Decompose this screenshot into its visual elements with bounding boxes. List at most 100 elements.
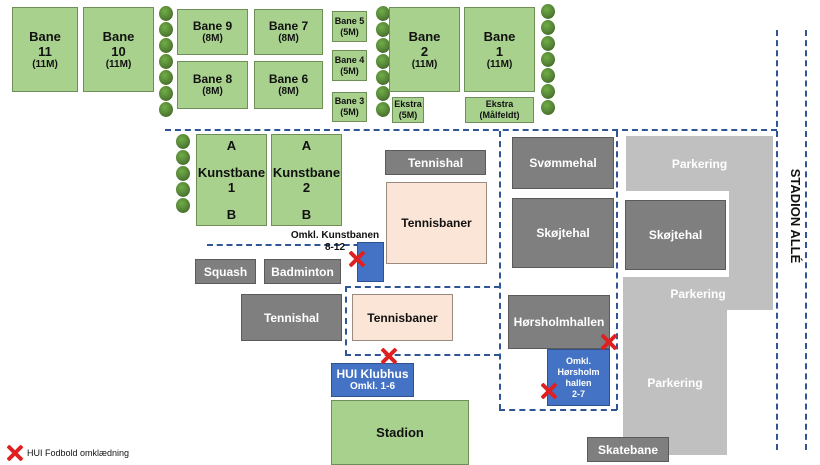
- changing-label-range: 8-12: [324, 242, 345, 253]
- field-bane-11[interactable]: Bane 11 (11M): [12, 7, 78, 92]
- kunstbane-end-b: B: [301, 207, 312, 222]
- field-bane-6[interactable]: Bane 6 (8M): [254, 61, 323, 109]
- clubhouse-name: HUI Klubhus: [336, 367, 409, 381]
- building-label: Squash: [203, 264, 248, 279]
- court-label: Tennisbaner: [367, 310, 438, 325]
- field-name: Bane 3: [334, 96, 365, 106]
- field-bane-1[interactable]: Bane 1 (11M): [464, 7, 535, 92]
- field-name: Bane 4: [334, 54, 365, 65]
- path-klubhus-horizontal: [345, 354, 500, 356]
- field-bane-3[interactable]: Bane 3 (5M): [332, 92, 367, 122]
- field-size: (8M): [202, 86, 223, 97]
- parking-bottom[interactable]: Parkering: [623, 310, 727, 455]
- legend-marker-icon: [6, 444, 24, 462]
- court-label: Tennisbaner: [401, 216, 472, 230]
- path-mid-vertical: [345, 286, 347, 356]
- street-line-left: [776, 30, 778, 450]
- path-right-block-right: [616, 131, 618, 410]
- changing-line: Hørsholm: [557, 366, 600, 377]
- building-label: Tennishal: [263, 310, 320, 325]
- tree-row-icon: [375, 6, 391, 118]
- field-number: 1: [227, 180, 236, 195]
- changing-room-hui-klubhus[interactable]: HUI Klubhus Omkl. 1-6: [331, 363, 414, 397]
- building-squash[interactable]: Squash: [195, 259, 256, 284]
- field-name: Bane: [408, 28, 441, 44]
- changing-range: 2-7: [571, 388, 585, 399]
- field-size: (5M): [340, 26, 359, 37]
- path-right-block-left: [499, 131, 501, 410]
- field-name: Bane: [483, 28, 516, 44]
- building-tennishal-top[interactable]: Tennishal: [385, 150, 486, 175]
- field-name: Ekstra: [485, 99, 514, 109]
- changing-marker-icon: [600, 333, 618, 351]
- building-skojtehal-left[interactable]: Skøjtehal: [512, 198, 614, 268]
- field-bane-7[interactable]: Bane 7 (8M): [254, 9, 323, 55]
- kunstbane-end-b: B: [226, 207, 237, 222]
- path-kunstbane-horizontal: [207, 244, 379, 246]
- path-mid-horizontal: [345, 286, 500, 288]
- field-size: (Målfeldt): [479, 110, 520, 120]
- field-size: (11M): [32, 58, 58, 70]
- field-bane-10[interactable]: Bane 10 (11M): [83, 7, 154, 92]
- field-bane-8[interactable]: Bane 8 (8M): [177, 61, 248, 109]
- field-size: (5M): [340, 107, 359, 117]
- building-svommehal[interactable]: Svømmehal: [512, 137, 614, 189]
- field-number: 2: [302, 180, 311, 195]
- field-kunstbane-1[interactable]: A Kunstbane 1 B: [196, 134, 267, 226]
- field-ekstra-maalfeldt[interactable]: Ekstra (Målfeldt): [465, 97, 534, 123]
- field-size: (8M): [202, 33, 223, 44]
- changing-room-horsholmhallen[interactable]: Omkl. Hørsholm hallen 2-7: [547, 349, 610, 406]
- building-skojtehal-right[interactable]: Skøjtehal: [625, 200, 726, 270]
- changing-line: Omkl.: [565, 355, 591, 366]
- court-tennisbaner-bottom[interactable]: Tennisbaner: [352, 294, 453, 341]
- field-number: 11: [38, 43, 52, 59]
- path-top-horizontal: [165, 129, 777, 131]
- building-horsholmhallen[interactable]: Hørsholmhallen: [508, 295, 610, 349]
- clubhouse-range: Omkl. 1-6: [349, 381, 396, 392]
- field-size: (5M): [340, 65, 359, 76]
- building-badminton[interactable]: Badminton: [264, 259, 341, 284]
- street-label: STADION ALLÉ: [788, 168, 803, 264]
- parking-mid[interactable]: Parkering: [623, 277, 773, 310]
- building-label: Badminton: [271, 264, 334, 279]
- field-name: Kunstbane: [197, 165, 266, 180]
- field-size: (8M): [278, 33, 299, 44]
- building-label: Hørsholmhallen: [513, 315, 605, 329]
- field-stadion[interactable]: Stadion: [331, 400, 469, 465]
- parking-label: Parkering: [671, 156, 728, 171]
- field-ekstra-5m[interactable]: Ekstra (5M): [392, 97, 424, 123]
- field-name: Bane: [102, 28, 135, 44]
- changing-marker-icon: [348, 250, 366, 268]
- field-name: Bane: [29, 28, 61, 44]
- field-name: Bane 9: [192, 19, 233, 33]
- field-name: Bane 7: [268, 19, 309, 33]
- field-name: Bane 6: [268, 72, 309, 86]
- street-line-right: [805, 30, 807, 450]
- field-size: (5M): [398, 110, 418, 120]
- field-name: Stadion: [376, 425, 424, 440]
- field-size: (11M): [105, 58, 132, 70]
- parking-label: Parkering: [647, 375, 703, 390]
- building-skatebane[interactable]: Skatebane: [587, 437, 669, 462]
- court-tennisbaner-top[interactable]: Tennisbaner: [386, 182, 487, 264]
- field-size: (11M): [411, 58, 438, 70]
- field-bane-4[interactable]: Bane 4 (5M): [332, 50, 367, 81]
- path-right-block-bottom: [499, 409, 617, 411]
- tree-row-icon: [540, 4, 556, 116]
- kunstbane-end-a: A: [226, 138, 237, 153]
- field-name: Ekstra: [394, 99, 422, 109]
- tree-row-icon: [175, 134, 191, 214]
- field-size: (8M): [278, 86, 299, 97]
- field-name: Bane 8: [192, 72, 233, 86]
- changing-marker-icon: [380, 347, 398, 365]
- field-bane-2[interactable]: Bane 2 (11M): [389, 7, 460, 92]
- building-label: Skøjtehal: [648, 228, 703, 242]
- field-name: Kunstbane: [272, 165, 341, 180]
- building-label: Svømmehal: [529, 156, 597, 170]
- field-bane-5[interactable]: Bane 5 (5M): [332, 11, 367, 42]
- field-bane-9[interactable]: Bane 9 (8M): [177, 9, 248, 55]
- building-tennishal-bottom[interactable]: Tennishal: [241, 294, 342, 341]
- field-kunstbane-2[interactable]: A Kunstbane 2 B: [271, 134, 342, 226]
- building-label: Tennishal: [407, 155, 464, 170]
- changing-marker-icon: [540, 382, 558, 400]
